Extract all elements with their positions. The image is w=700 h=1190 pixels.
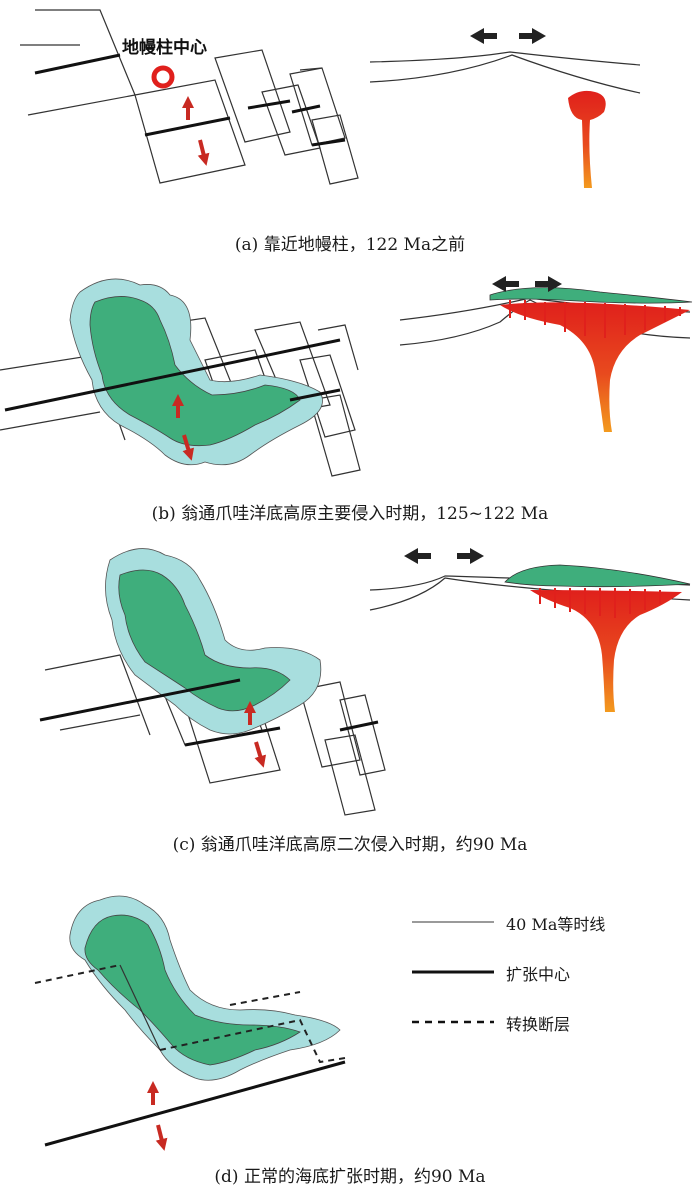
- ridge-arrows-a: [470, 28, 546, 44]
- plume-center-marker: [151, 65, 175, 89]
- plume-head-b: [500, 302, 690, 432]
- spreading-arrow-a: [182, 96, 210, 166]
- panel-a-map: [20, 9, 359, 185]
- panel-c-map: [39, 548, 386, 816]
- plateau-section-c: [504, 564, 691, 588]
- plateau-section-b: [489, 287, 693, 304]
- panel-b-map: [0, 278, 361, 477]
- spreading-arrow-d: [147, 1081, 168, 1151]
- legend-swatches: [412, 921, 494, 1024]
- plume-head-c: [530, 590, 682, 712]
- caption-c: (c) 翁通爪哇洋底高原二次侵入时期，约90 Ma: [172, 835, 528, 855]
- legend-spreading-label: 扩张中心: [506, 965, 571, 984]
- spreading-arrow-b: [172, 394, 195, 461]
- panel-b-section: [399, 287, 693, 432]
- plateau-core-b: [89, 296, 301, 447]
- caption-b: (b) 翁通爪哇洋底高原主要侵入时期，125~122 Ma: [151, 504, 549, 524]
- legend-transform-label: 转换断层: [506, 1015, 571, 1034]
- caption-d: (d) 正常的海底扩张时期，约90 Ma: [214, 1167, 486, 1187]
- caption-a: (a) 靠近地幔柱，122 Ma之前: [234, 235, 466, 255]
- panel-d-map: [34, 895, 346, 1147]
- panel-c-section: [369, 564, 691, 712]
- spreading-arrow-c: [244, 701, 267, 768]
- ridge-arrows-b: [492, 276, 562, 292]
- panel-a-section: [369, 51, 641, 188]
- plateau-core-d: [84, 914, 301, 1066]
- plume-center-label: 地幔柱中心: [122, 38, 207, 58]
- plateau-core-c: [118, 569, 291, 712]
- ridge-arrows-c: [404, 548, 484, 564]
- legend-isochron-label: 40 Ma等时线: [506, 915, 606, 934]
